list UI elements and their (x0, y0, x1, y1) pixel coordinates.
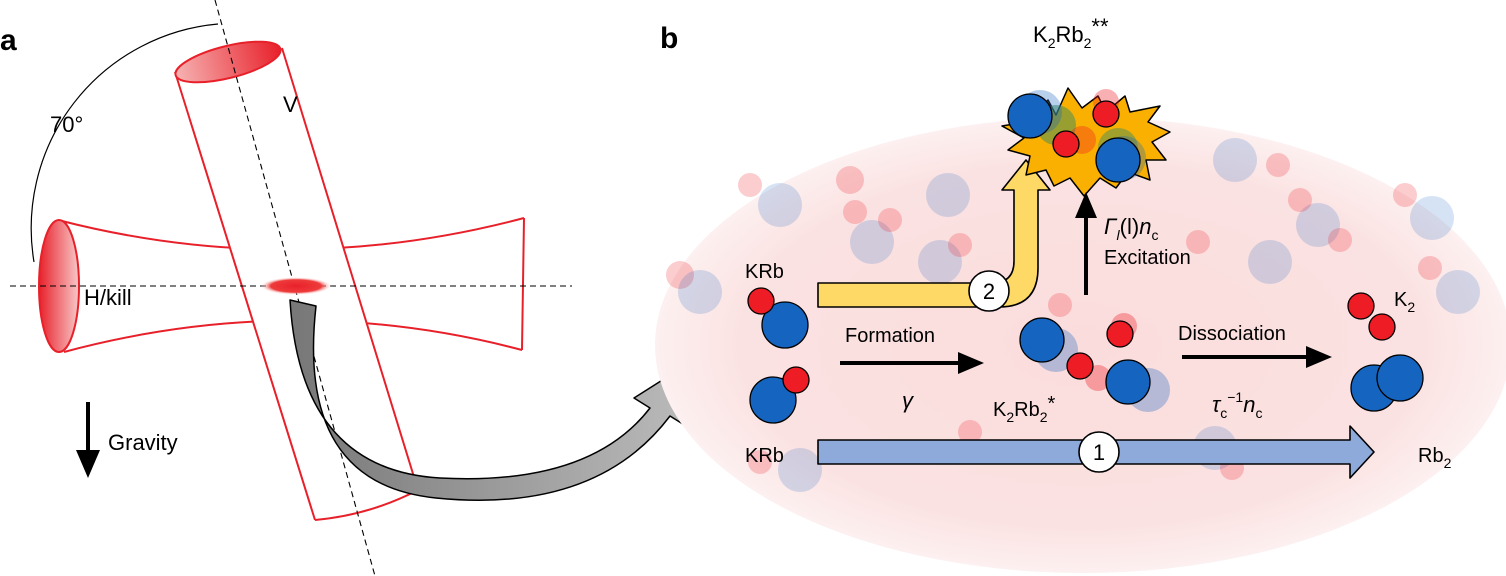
potassium-atom (1092, 100, 1120, 128)
background-rubidium-atom (850, 220, 894, 264)
horizontal-beam-label: H/kill (84, 285, 132, 310)
background-potassium-atom (1393, 183, 1417, 207)
dissociation-label: Dissociation (1178, 323, 1286, 345)
excitation-arrowhead (1075, 192, 1097, 218)
background-potassium-atom (878, 208, 902, 232)
rubidium-atom (1105, 359, 1151, 405)
background-potassium-atom (958, 420, 982, 444)
gravity-label: Gravity (108, 430, 178, 455)
pathway-1-marker (1078, 431, 1120, 473)
vertical-beam-label: V (283, 92, 298, 117)
potassium-atom (747, 287, 775, 315)
complex-label: K2Rb2* (993, 393, 1056, 425)
background-rubidium-atom (1296, 203, 1340, 247)
background-potassium-atom (1288, 188, 1312, 212)
background-potassium-atom (1418, 256, 1442, 280)
rubidium-atom (749, 376, 797, 424)
background-rubidium-atom (778, 448, 822, 492)
formation-label: Formation (845, 325, 935, 347)
potassium-atom (1052, 130, 1080, 158)
krb-molecule-top (747, 287, 809, 349)
formation-arrowhead (958, 352, 984, 374)
krb-molecule-bottom (749, 366, 810, 424)
formation-rate: γ (902, 388, 915, 413)
potassium-atom (782, 366, 810, 394)
excited-complex (1001, 87, 1171, 197)
excitation-label: Excitation (1104, 247, 1191, 269)
background-rubidium-atom (1248, 240, 1292, 284)
trapped-cloud (260, 277, 332, 295)
background-potassium-atom (738, 173, 762, 197)
background-rubidium-atom (1410, 196, 1454, 240)
k2-label: K2 (1394, 289, 1415, 315)
potassium-atom (1066, 352, 1094, 380)
rubidium-atom (1019, 317, 1065, 363)
panel-b: b 2 1 K2Rb2** Γl(l)nc Excita (655, 14, 1506, 573)
reactant-top-label: KRb (745, 261, 784, 283)
background-rubidium-atom (1436, 270, 1480, 314)
background-potassium-atom (1048, 293, 1072, 317)
background-rubidium-atom (926, 173, 970, 217)
background-rubidium-atom (758, 183, 802, 227)
panel-a-label: a (0, 24, 17, 57)
angle-label: 70° (50, 112, 83, 137)
collision-complex (1019, 313, 1170, 412)
panel-b-label: b (660, 22, 678, 55)
pathway-2-marker (968, 270, 1010, 312)
rubidium-atom (1007, 93, 1053, 139)
background-potassium-atom (666, 261, 694, 289)
background-rubidium-atom (918, 240, 962, 284)
background-potassium-atom (748, 450, 772, 474)
potassium-atom (1347, 292, 1375, 320)
pathway-2-number: 2 (983, 279, 995, 304)
angle-arc (30, 23, 219, 263)
panel-a: a 70° V H/kill Gravity (0, 0, 695, 576)
background-potassium-atom (948, 233, 972, 257)
excited-complex-label: K2Rb2** (1033, 14, 1109, 51)
rb2-molecule (1350, 354, 1424, 412)
potassium-atom (1106, 320, 1134, 348)
background-rubidium-atom (1213, 138, 1257, 182)
background-potassium-atom (843, 200, 867, 224)
background-potassium-atom (1186, 230, 1210, 254)
potassium-atom (1368, 313, 1396, 341)
background-potassium-atom (836, 166, 864, 194)
k2-molecule (1347, 292, 1396, 341)
excitation-rate: Γl(l)nc (1104, 214, 1158, 243)
rubidium-atom (1376, 354, 1424, 402)
vertical-beam-cap (174, 40, 282, 84)
rubidium-atom (761, 301, 809, 349)
background-potassium-atom (1266, 153, 1290, 177)
rb2-label: Rb2 (1418, 445, 1452, 471)
horizontal-beam-cap (38, 219, 80, 353)
dissociation-rate: τc−1nc (1212, 389, 1262, 421)
dissociation-arrowhead (1306, 346, 1332, 368)
gravity-arrowhead (76, 450, 100, 478)
background-potassium-atom (1328, 228, 1352, 252)
rubidium-atom (1095, 137, 1141, 183)
background-rubidium-atom (678, 270, 722, 314)
reactant-bottom-label: KRb (745, 445, 784, 467)
pathway-1-number: 1 (1093, 440, 1105, 465)
